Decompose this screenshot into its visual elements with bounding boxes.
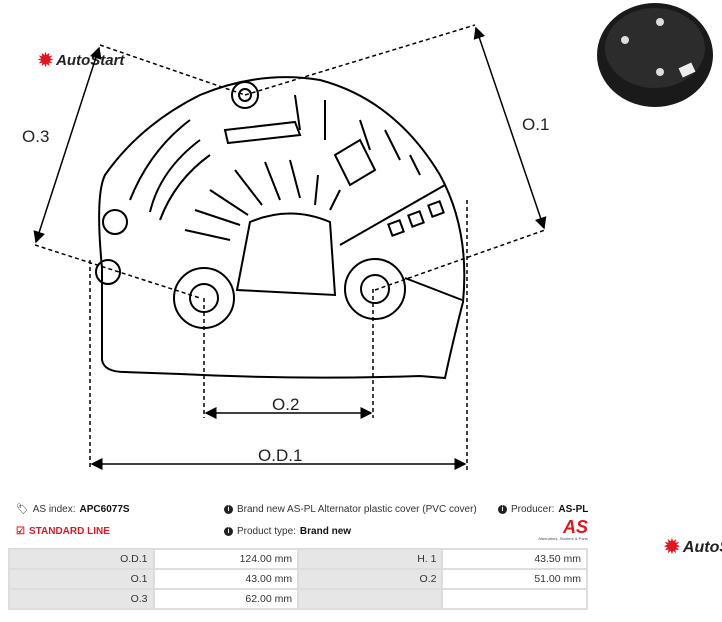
autostart-logo-secondary: ✹ AutoStart xyxy=(664,537,722,558)
dim-label-o1: O.1 xyxy=(522,115,549,134)
technical-drawing: O.D.1 O.2 O.3 O.1 xyxy=(22,3,713,470)
dimension-arrows xyxy=(33,26,547,470)
producer: i Producer: AS-PL xyxy=(498,504,588,515)
info-icon: i xyxy=(498,505,507,514)
info-icon: i xyxy=(224,505,233,514)
producer-logo: AS Alternators, Starters & Parts xyxy=(538,517,588,541)
logo-gear-icon: ✹ xyxy=(664,537,680,558)
product-type: i Product type: Brand new xyxy=(224,526,351,537)
description: i Brand new AS-PL Alternator plastic cov… xyxy=(224,504,477,515)
as-index: 🏷 AS index: APC6077S xyxy=(16,504,130,515)
dim-label-o2: O.2 xyxy=(272,395,299,414)
dim-label-o3: O.3 xyxy=(22,127,49,146)
cover-outline xyxy=(95,76,466,380)
dimension-extension-lines xyxy=(34,24,546,470)
checkbox-icon: ☑ xyxy=(16,526,25,537)
info-icon: i xyxy=(224,527,233,536)
product-photo xyxy=(597,3,713,107)
dim-label-od1: O.D.1 xyxy=(258,446,302,465)
tag-icon: 🏷 xyxy=(16,504,29,515)
standard-line-badge: ☑ STANDARD LINE xyxy=(16,526,110,537)
